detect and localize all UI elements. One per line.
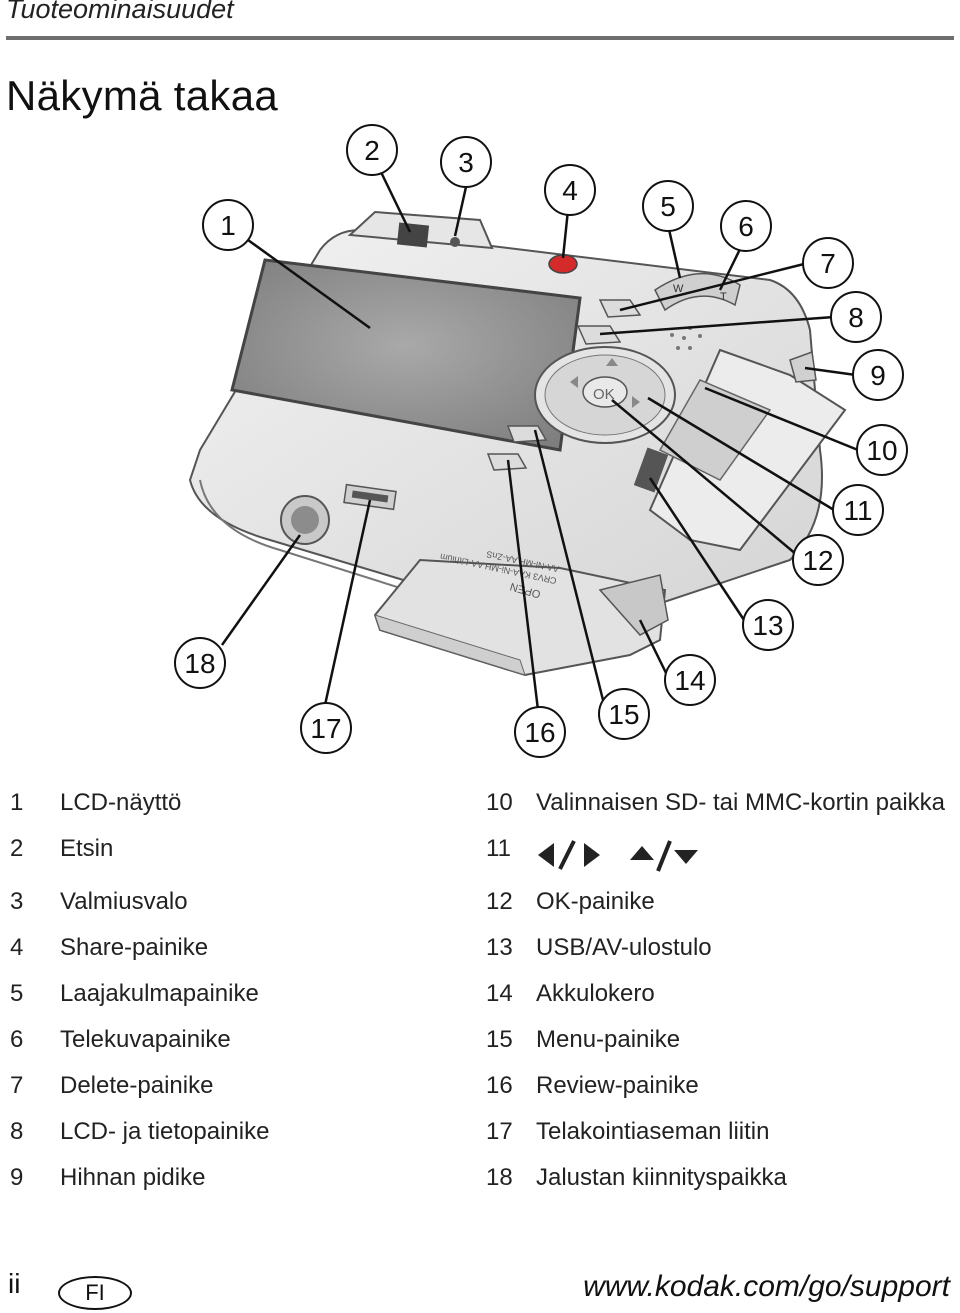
- left-right-arrows-icon: [538, 840, 600, 870]
- callout-2: 2: [346, 124, 398, 176]
- ok-label: OK: [593, 386, 615, 403]
- callout-5: 5: [642, 180, 694, 232]
- ok-button: [582, 376, 628, 408]
- callout-9: 9: [852, 349, 904, 401]
- svg-text:3: 3: [458, 147, 474, 178]
- callout-1: 1: [202, 199, 254, 251]
- callout-15: 15: [598, 688, 650, 740]
- callout-12: 12: [792, 534, 844, 586]
- svg-text:16: 16: [524, 717, 555, 748]
- callout-4: 4: [544, 164, 596, 216]
- svg-text:14: 14: [674, 665, 705, 696]
- viewfinder-window: [396, 222, 430, 248]
- svg-text:15: 15: [608, 699, 639, 730]
- svg-text:11: 11: [843, 495, 872, 526]
- callout-7: 7: [802, 237, 854, 289]
- svg-text:7: 7: [820, 248, 836, 279]
- lcd-info-button: [576, 325, 622, 345]
- svg-text:1: 1: [220, 210, 236, 241]
- callout-17: 17: [300, 702, 352, 754]
- svg-text:13: 13: [752, 610, 783, 641]
- leader-lines: [220, 169, 859, 711]
- callout-13: 13: [742, 599, 794, 651]
- svg-text:9: 9: [870, 360, 886, 391]
- delete-button: [598, 299, 642, 318]
- callout-16: 16: [514, 706, 566, 758]
- page-heading: Näkymä takaa: [6, 72, 279, 119]
- battery-compartment: [598, 574, 669, 636]
- svg-text:2: 2: [364, 135, 380, 166]
- svg-text:6: 6: [738, 211, 754, 242]
- svg-text:5: 5: [660, 191, 676, 222]
- svg-text:10: 10: [866, 435, 897, 466]
- svg-text:T: T: [720, 291, 727, 303]
- svg-text:8: 8: [848, 302, 864, 333]
- nav-arrows-glyphs: [536, 832, 700, 878]
- up-down-arrows-icon: [630, 840, 698, 872]
- svg-text:17: 17: [310, 713, 341, 744]
- ready-light: [450, 237, 460, 247]
- callout-8: 8: [830, 291, 882, 343]
- usb-av-port: [633, 447, 669, 493]
- callout-10: 10: [856, 424, 908, 476]
- svg-text:4: 4: [562, 175, 578, 206]
- section-title: Tuoteominaisuudet: [6, 0, 234, 24]
- callout-14: 14: [664, 654, 716, 706]
- callout-11: 11: [832, 484, 884, 536]
- language-badge: FI: [58, 1276, 132, 1310]
- callout-18: 18: [174, 637, 226, 689]
- legend-item: 11: [486, 826, 956, 879]
- callout-6: 6: [720, 200, 772, 252]
- svg-text:W: W: [673, 283, 684, 295]
- callout-3: 3: [440, 136, 492, 188]
- top-rule: [6, 36, 954, 40]
- svg-text:18: 18: [184, 648, 215, 679]
- page-number: ii: [8, 1268, 21, 1299]
- strap-post: [789, 350, 817, 383]
- svg-text:12: 12: [802, 545, 833, 576]
- lcd-screen: [230, 258, 582, 452]
- support-link[interactable]: www.kodak.com/go/support: [583, 1270, 950, 1303]
- camera-body: W T OK OPEN CRV: [188, 210, 847, 677]
- camera-rear-diagram: W T OK OPEN CRV: [174, 124, 908, 758]
